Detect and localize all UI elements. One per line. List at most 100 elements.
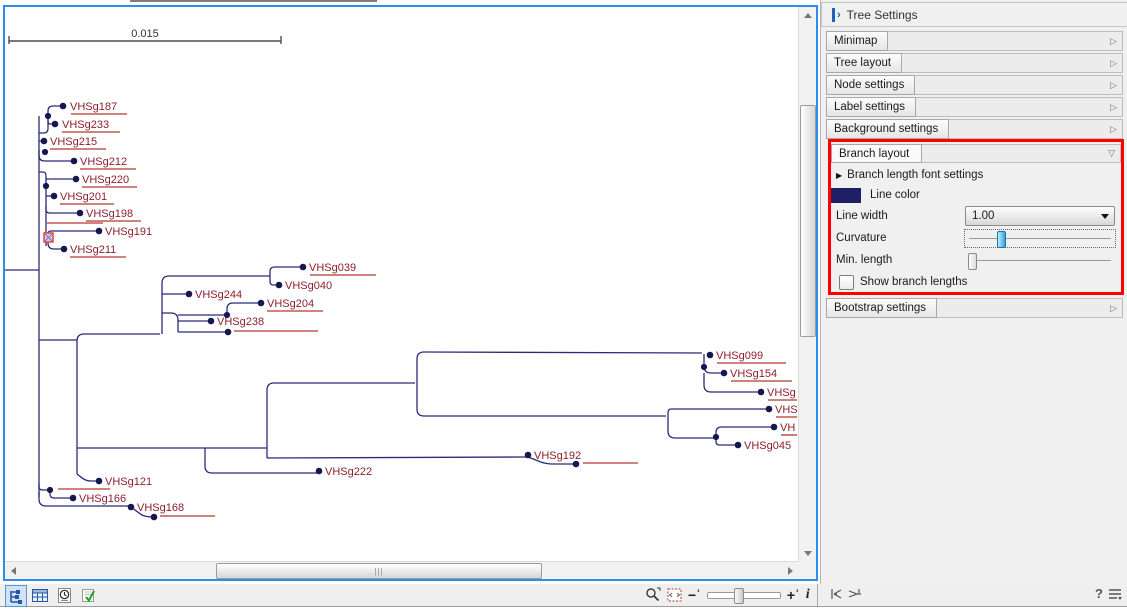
group-bootstrap-settings[interactable]: Bootstrap settings ▷ <box>826 298 1123 318</box>
help-icon[interactable]: ? <box>1095 586 1103 601</box>
leaf-node-dot[interactable] <box>60 245 68 253</box>
group-label[interactable]: Background settings <box>826 119 950 139</box>
show-branch-lengths-checkbox[interactable] <box>839 274 854 290</box>
collapse-right-icon[interactable] <box>848 588 862 606</box>
internal-node-dot[interactable] <box>44 112 52 120</box>
tree-leaf[interactable]: VHSg222 <box>315 466 372 478</box>
tree-leaf[interactable]: VHSg233 <box>51 119 120 133</box>
leaf-label[interactable]: VHSg039 <box>309 262 356 274</box>
leaf-node-dot[interactable] <box>257 299 265 307</box>
leaf-node-dot[interactable] <box>127 503 135 511</box>
leaf-label[interactable]: VHSg212 <box>80 156 127 168</box>
scroll-up-button[interactable] <box>799 7 816 24</box>
collapse-left-icon[interactable] <box>830 588 844 606</box>
internal-node-dot[interactable] <box>46 486 54 494</box>
leaf-label[interactable]: VHSg040 <box>285 280 332 292</box>
table-view-button[interactable] <box>30 585 50 605</box>
group-minimap[interactable]: Minimap▷ <box>826 31 1123 51</box>
branch-layout-header-fill[interactable]: ▽ <box>922 144 1121 163</box>
leaf-node-dot[interactable] <box>224 328 232 336</box>
fit-width-icon[interactable] <box>667 588 682 602</box>
leaf-node-dot[interactable] <box>59 102 67 110</box>
group-label-settings[interactable]: Label settings▷ <box>826 97 1123 117</box>
tree-leaf[interactable]: VHSg198 <box>76 208 141 222</box>
leaf-node-dot[interactable] <box>299 263 307 271</box>
group-label[interactable]: Label settings <box>826 97 916 117</box>
tree-leaf[interactable]: VHSg201 <box>50 191 114 205</box>
zoom-slider[interactable] <box>706 587 781 604</box>
group-header-fill[interactable]: ▷ <box>888 31 1123 51</box>
leaf-node-dot[interactable] <box>185 290 193 298</box>
tree-leaf[interactable]: VHSg121 <box>58 476 152 490</box>
zoom-slider-thumb[interactable] <box>733 587 744 604</box>
group-header-fill[interactable]: ▷ <box>915 75 1123 95</box>
group-label[interactable]: Tree layout <box>826 53 903 73</box>
tree-leaf[interactable]: VHSg040 <box>275 280 332 292</box>
tree-leaf[interactable]: VHSg166 <box>69 493 126 505</box>
leaf-label[interactable]: VHSg187 <box>70 101 117 113</box>
show-branch-lengths-row[interactable]: Show branch lengths <box>831 271 1121 293</box>
leaf-node-dot[interactable] <box>315 467 323 475</box>
leaf-label[interactable]: VHSg233 <box>62 119 109 131</box>
tree-leaf[interactable]: VHSg045 <box>734 440 791 452</box>
leaf-label[interactable]: VHSg244 <box>195 289 242 301</box>
vertical-scrollbar[interactable] <box>798 7 816 562</box>
group-header-fill[interactable]: ▷ <box>949 119 1123 139</box>
tree-leaf[interactable]: VHSg039 <box>299 262 376 276</box>
internal-node-dot[interactable] <box>700 363 708 371</box>
curvature-slider[interactable] <box>964 228 1116 248</box>
branch-layout-label[interactable]: Branch layout <box>831 144 923 163</box>
leaf-label[interactable]: VHSg168 <box>137 502 184 514</box>
selected-node-marker[interactable] <box>43 232 54 243</box>
leaf-node-dot[interactable] <box>734 441 742 449</box>
tree-leaf[interactable]: VHSg154 <box>720 368 792 382</box>
leaf-label[interactable]: VHSg045 <box>744 440 791 452</box>
tree-leaf[interactable]: VHSg168 <box>127 502 184 514</box>
leaf-node-dot[interactable] <box>757 388 765 396</box>
leaf-label[interactable]: VHSg201 <box>60 191 107 203</box>
tree-leaf[interactable]: VHSg238 <box>207 316 264 328</box>
leaf-node-dot[interactable] <box>76 209 84 217</box>
tree-leaf[interactable] <box>572 460 638 468</box>
branch-length-font-settings-row[interactable]: ▶ Branch length font settings <box>831 165 1121 185</box>
leaf-label[interactable]: VHSg154 <box>730 368 777 380</box>
group-label[interactable]: Bootstrap settings <box>826 298 938 318</box>
internal-node-dot[interactable] <box>223 311 231 319</box>
leaf-node-dot[interactable] <box>150 513 158 521</box>
leaf-node-dot[interactable] <box>40 137 48 145</box>
leaf-label[interactable]: VHSg215 <box>50 136 97 148</box>
curvature-slider-thumb[interactable] <box>996 230 1006 248</box>
scroll-right-button[interactable] <box>782 562 799 579</box>
leaf-node-dot[interactable] <box>72 175 80 183</box>
min-length-slider-thumb[interactable] <box>968 252 977 270</box>
tree-leaf[interactable]: VHSg244 <box>185 289 242 301</box>
leaf-node-dot[interactable] <box>706 351 714 359</box>
tree-leaf[interactable]: VHSg211 <box>60 244 126 258</box>
settings-panel-header[interactable]: › Tree Settings <box>821 2 1127 27</box>
leaf-node-dot[interactable] <box>765 405 773 413</box>
leaf-node-dot[interactable] <box>95 227 103 235</box>
group-header-fill[interactable]: ▷ <box>902 53 1123 73</box>
leaf-node-dot[interactable] <box>524 451 532 459</box>
side-panel-menu-icon[interactable] <box>1108 588 1122 606</box>
leaf-label[interactable]: VH <box>780 422 795 434</box>
tree-leaf[interactable]: VHSg099 <box>706 350 786 364</box>
internal-node-dot[interactable] <box>41 148 49 156</box>
history-view-button[interactable] <box>54 585 74 605</box>
leaf-node-dot[interactable] <box>720 369 728 377</box>
leaf-label[interactable]: VHSg204 <box>267 298 314 310</box>
leaf-node-dot[interactable] <box>770 423 778 431</box>
group-header-fill[interactable]: ▷ <box>915 97 1123 117</box>
leaf-label[interactable]: VHSg <box>767 387 796 399</box>
min-length-slider[interactable] <box>965 252 1115 270</box>
tree-leaf[interactable]: VHSg192 <box>524 450 581 462</box>
leaf-label[interactable]: VHSg191 <box>105 226 152 238</box>
tree-leaf[interactable] <box>150 513 215 521</box>
scroll-down-button[interactable] <box>799 545 816 562</box>
vertical-scrollbar-thumb[interactable] <box>800 105 816 337</box>
horizontal-scrollbar[interactable]: ||| <box>5 561 799 579</box>
horizontal-scrollbar-thumb[interactable]: ||| <box>216 563 542 579</box>
tree-leaf[interactable]: VHSg191 <box>95 226 152 238</box>
scroll-left-button[interactable] <box>5 562 22 579</box>
info-button[interactable]: i <box>805 587 810 602</box>
